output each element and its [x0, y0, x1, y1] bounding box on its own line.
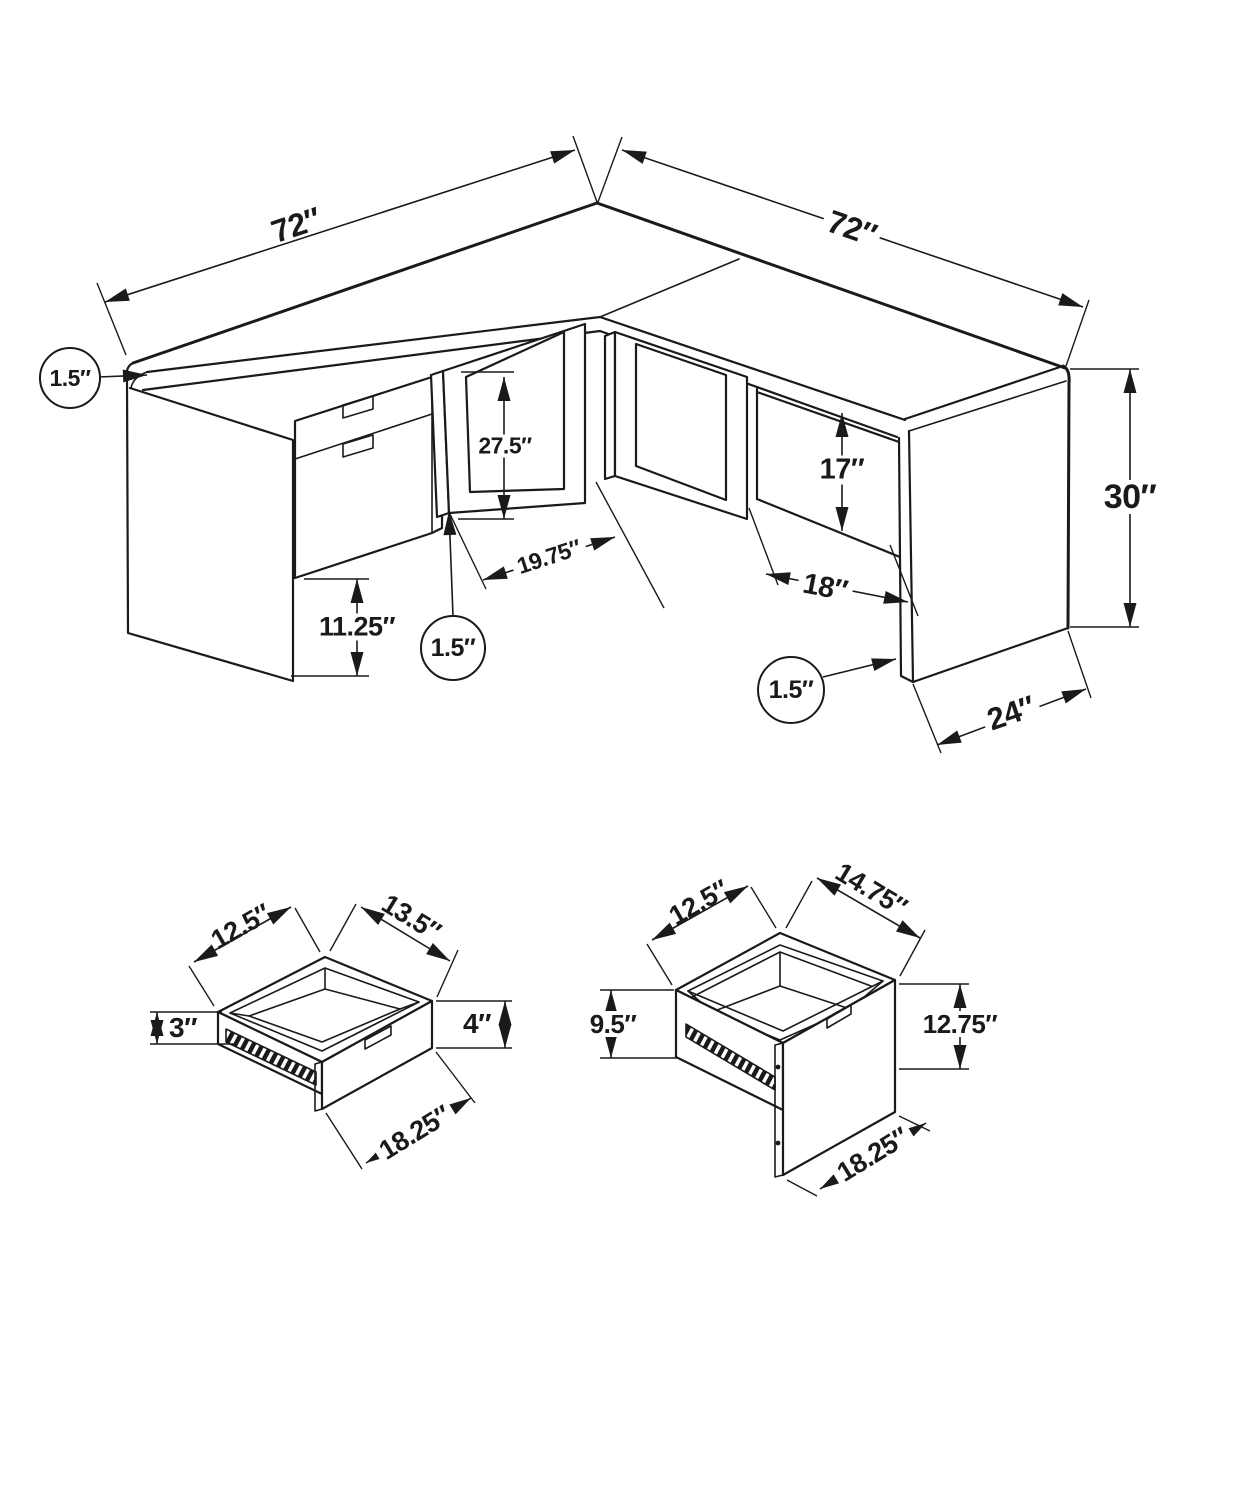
right-leg-frame — [603, 330, 749, 521]
dim-large-drawer-front-height: 12.75″ — [917, 1011, 1003, 1037]
drawer-floor — [248, 988, 401, 1043]
desk-drawing — [96, 135, 1139, 754]
dim-overall-height: 30″ — [1098, 480, 1162, 514]
right-end-panel — [897, 364, 1071, 684]
drawer-unit — [293, 375, 444, 580]
dim-small-drawer-side-height: 3″ — [169, 1012, 197, 1043]
dim-large-drawer-side-height: 9.5″ — [584, 1011, 642, 1037]
callout-leg-thickness: 1.5″ — [420, 615, 486, 681]
callout-top-thickness: 1.5″ — [39, 347, 101, 409]
drawer-floor — [711, 985, 851, 1041]
left-end-panel — [125, 361, 295, 683]
dim-opening-height: 27.5″ — [473, 434, 537, 458]
large-drawer-drawing — [600, 877, 969, 1197]
dim-small-drawer-front-height: 4″ — [463, 1008, 491, 1039]
drawer-handle-notch — [342, 395, 374, 419]
drawer-slide-rail — [225, 1028, 317, 1086]
desktop-surface — [130, 201, 1067, 439]
drawer-handle-notch — [364, 1025, 392, 1050]
callout-end-panel-thickness: 1.5″ — [757, 656, 825, 724]
dim-under-drawer-clearance: 11.25″ — [313, 613, 401, 641]
drawer-handle-notch — [826, 1004, 852, 1029]
drawer-handle-notch — [342, 434, 374, 458]
modesty-panel — [755, 387, 902, 559]
left-leg-frame — [429, 322, 587, 519]
drawer-front — [320, 999, 434, 1111]
small-drawer-drawing — [150, 903, 512, 1170]
dim-modesty-panel-height: 17″ — [814, 455, 870, 485]
